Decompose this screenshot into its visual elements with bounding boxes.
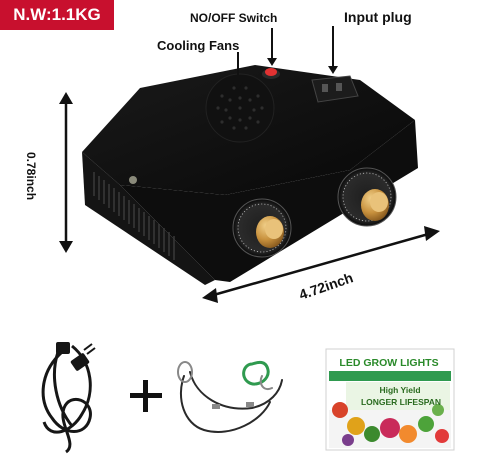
screw-icon — [129, 176, 137, 184]
dimension-arrows — [59, 92, 440, 303]
plug-callout-label: Input plug — [344, 9, 412, 25]
input-plug-socket — [311, 75, 359, 103]
cooling-fan-grille — [205, 73, 275, 143]
power-cable — [41, 342, 96, 454]
product-package — [325, 348, 455, 451]
package-line-2: LONGER LIFESPAN — [360, 397, 442, 407]
side-vents — [93, 172, 175, 260]
weight-badge: N.W:1.1KG — [0, 0, 114, 30]
dimmer-knob-left — [232, 198, 292, 258]
power-switch — [262, 68, 280, 79]
package-line-1: High Yield — [379, 385, 421, 395]
hanging-wire-kit — [177, 360, 283, 433]
package-title: LED GROW LIGHTS — [339, 357, 439, 369]
fans-callout-label: Cooling Fans — [157, 38, 240, 53]
dimmer-knob-right — [337, 167, 397, 227]
switch-callout-label: NO/OFF Switch — [190, 11, 278, 25]
callout-lines — [233, 26, 338, 90]
plus-sign — [130, 380, 162, 412]
height-dimension-label: 0.78inch — [24, 152, 38, 201]
light-unit — [82, 65, 418, 285]
